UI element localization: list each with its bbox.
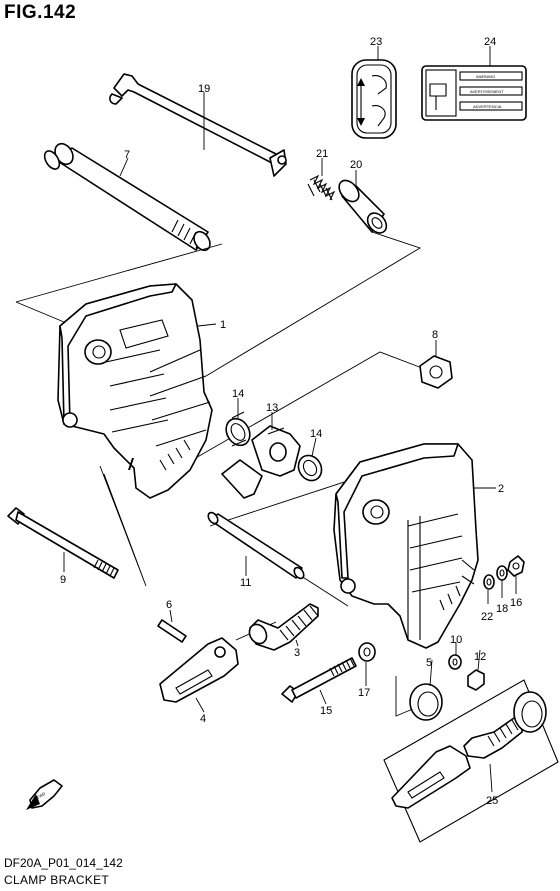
part-5-clamp-pad[interactable]	[409, 683, 443, 721]
callout-16: 16	[510, 597, 522, 609]
part-15-bolt[interactable]	[281, 657, 357, 703]
warning-line-3: ADVERTENCIA	[473, 104, 502, 109]
part-13-tilt-lock-lever[interactable]	[221, 425, 301, 499]
part-8-nut[interactable]	[419, 355, 453, 389]
fwd-direction-mark: FWD	[26, 779, 63, 810]
callout-10: 10	[450, 634, 462, 646]
part-14-bushing-a[interactable]	[221, 411, 254, 450]
part-16-nut[interactable]	[507, 555, 525, 577]
fwd-label: FWD	[36, 791, 46, 800]
callout-1: 1	[220, 319, 226, 331]
callout-4: 4	[200, 713, 206, 725]
warning-line-1: WARNING	[476, 74, 495, 79]
callout-25: 25	[486, 795, 498, 807]
part-22-washer[interactable]	[483, 574, 495, 590]
callout-12: 12	[474, 651, 486, 663]
callout-14a: 14	[232, 388, 244, 400]
callout-11: 11	[240, 577, 251, 589]
callout-18: 18	[496, 603, 508, 615]
part-10-washer[interactable]	[448, 654, 462, 670]
part-17-washer[interactable]	[358, 642, 376, 662]
callout-14b: 14	[310, 428, 322, 440]
diagram-code: DF20A_P01_014_142	[4, 856, 123, 870]
callout-numbers: 19 7 23 24 21 20 1 8 14 13 14 2 9 11 6 3…	[60, 36, 522, 807]
part-7-tilt-tube[interactable]	[42, 140, 214, 253]
part-21-spring[interactable]	[307, 174, 336, 201]
callout-8: 8	[432, 329, 438, 341]
callout-leader-lines	[63, 46, 517, 793]
diagram-caption: CLAMP BRACKET	[4, 873, 110, 887]
part-9-through-bolt[interactable]	[7, 507, 119, 579]
part-11-shaft-pin[interactable]	[206, 511, 305, 580]
callout-2: 2	[498, 483, 504, 495]
warning-line-2: AVERTISSEMENT	[470, 89, 504, 94]
callout-21: 21	[316, 148, 328, 160]
figure-title: FIG.142	[4, 2, 77, 23]
callout-23: 23	[370, 36, 382, 48]
part-4-clamp-handle[interactable]	[159, 637, 239, 703]
callout-3: 3	[294, 647, 300, 659]
callout-9: 9	[60, 574, 66, 586]
part-23-tilt-label[interactable]	[351, 59, 397, 139]
part-19-tilt-rod[interactable]	[109, 73, 287, 177]
part-14-bushing-b[interactable]	[294, 451, 326, 485]
part-1-clamp-bracket-left[interactable]	[57, 283, 213, 499]
callout-13: 13	[266, 402, 278, 414]
part-3-clamp-screw[interactable]	[246, 603, 319, 651]
callout-5: 5	[426, 657, 432, 669]
callout-20: 20	[350, 159, 362, 171]
part-25-clamp-screw-assembly[interactable]	[383, 679, 559, 843]
callout-15: 15	[320, 705, 332, 717]
callout-17: 17	[358, 687, 370, 699]
part-20-collar[interactable]	[335, 177, 390, 237]
part-6-pin[interactable]	[157, 619, 187, 643]
callout-7: 7	[124, 149, 130, 161]
part-2-clamp-bracket-right[interactable]	[333, 443, 479, 649]
part-12-nut[interactable]	[467, 669, 485, 691]
callout-19: 19	[198, 83, 210, 95]
part-24-warning-label[interactable]: WARNING AVERTISSEMENT ADVERTENCIA	[421, 65, 527, 121]
part-18-washer[interactable]	[496, 565, 508, 581]
callout-6: 6	[166, 599, 172, 611]
callout-24: 24	[484, 36, 496, 48]
callout-22: 22	[481, 611, 493, 623]
